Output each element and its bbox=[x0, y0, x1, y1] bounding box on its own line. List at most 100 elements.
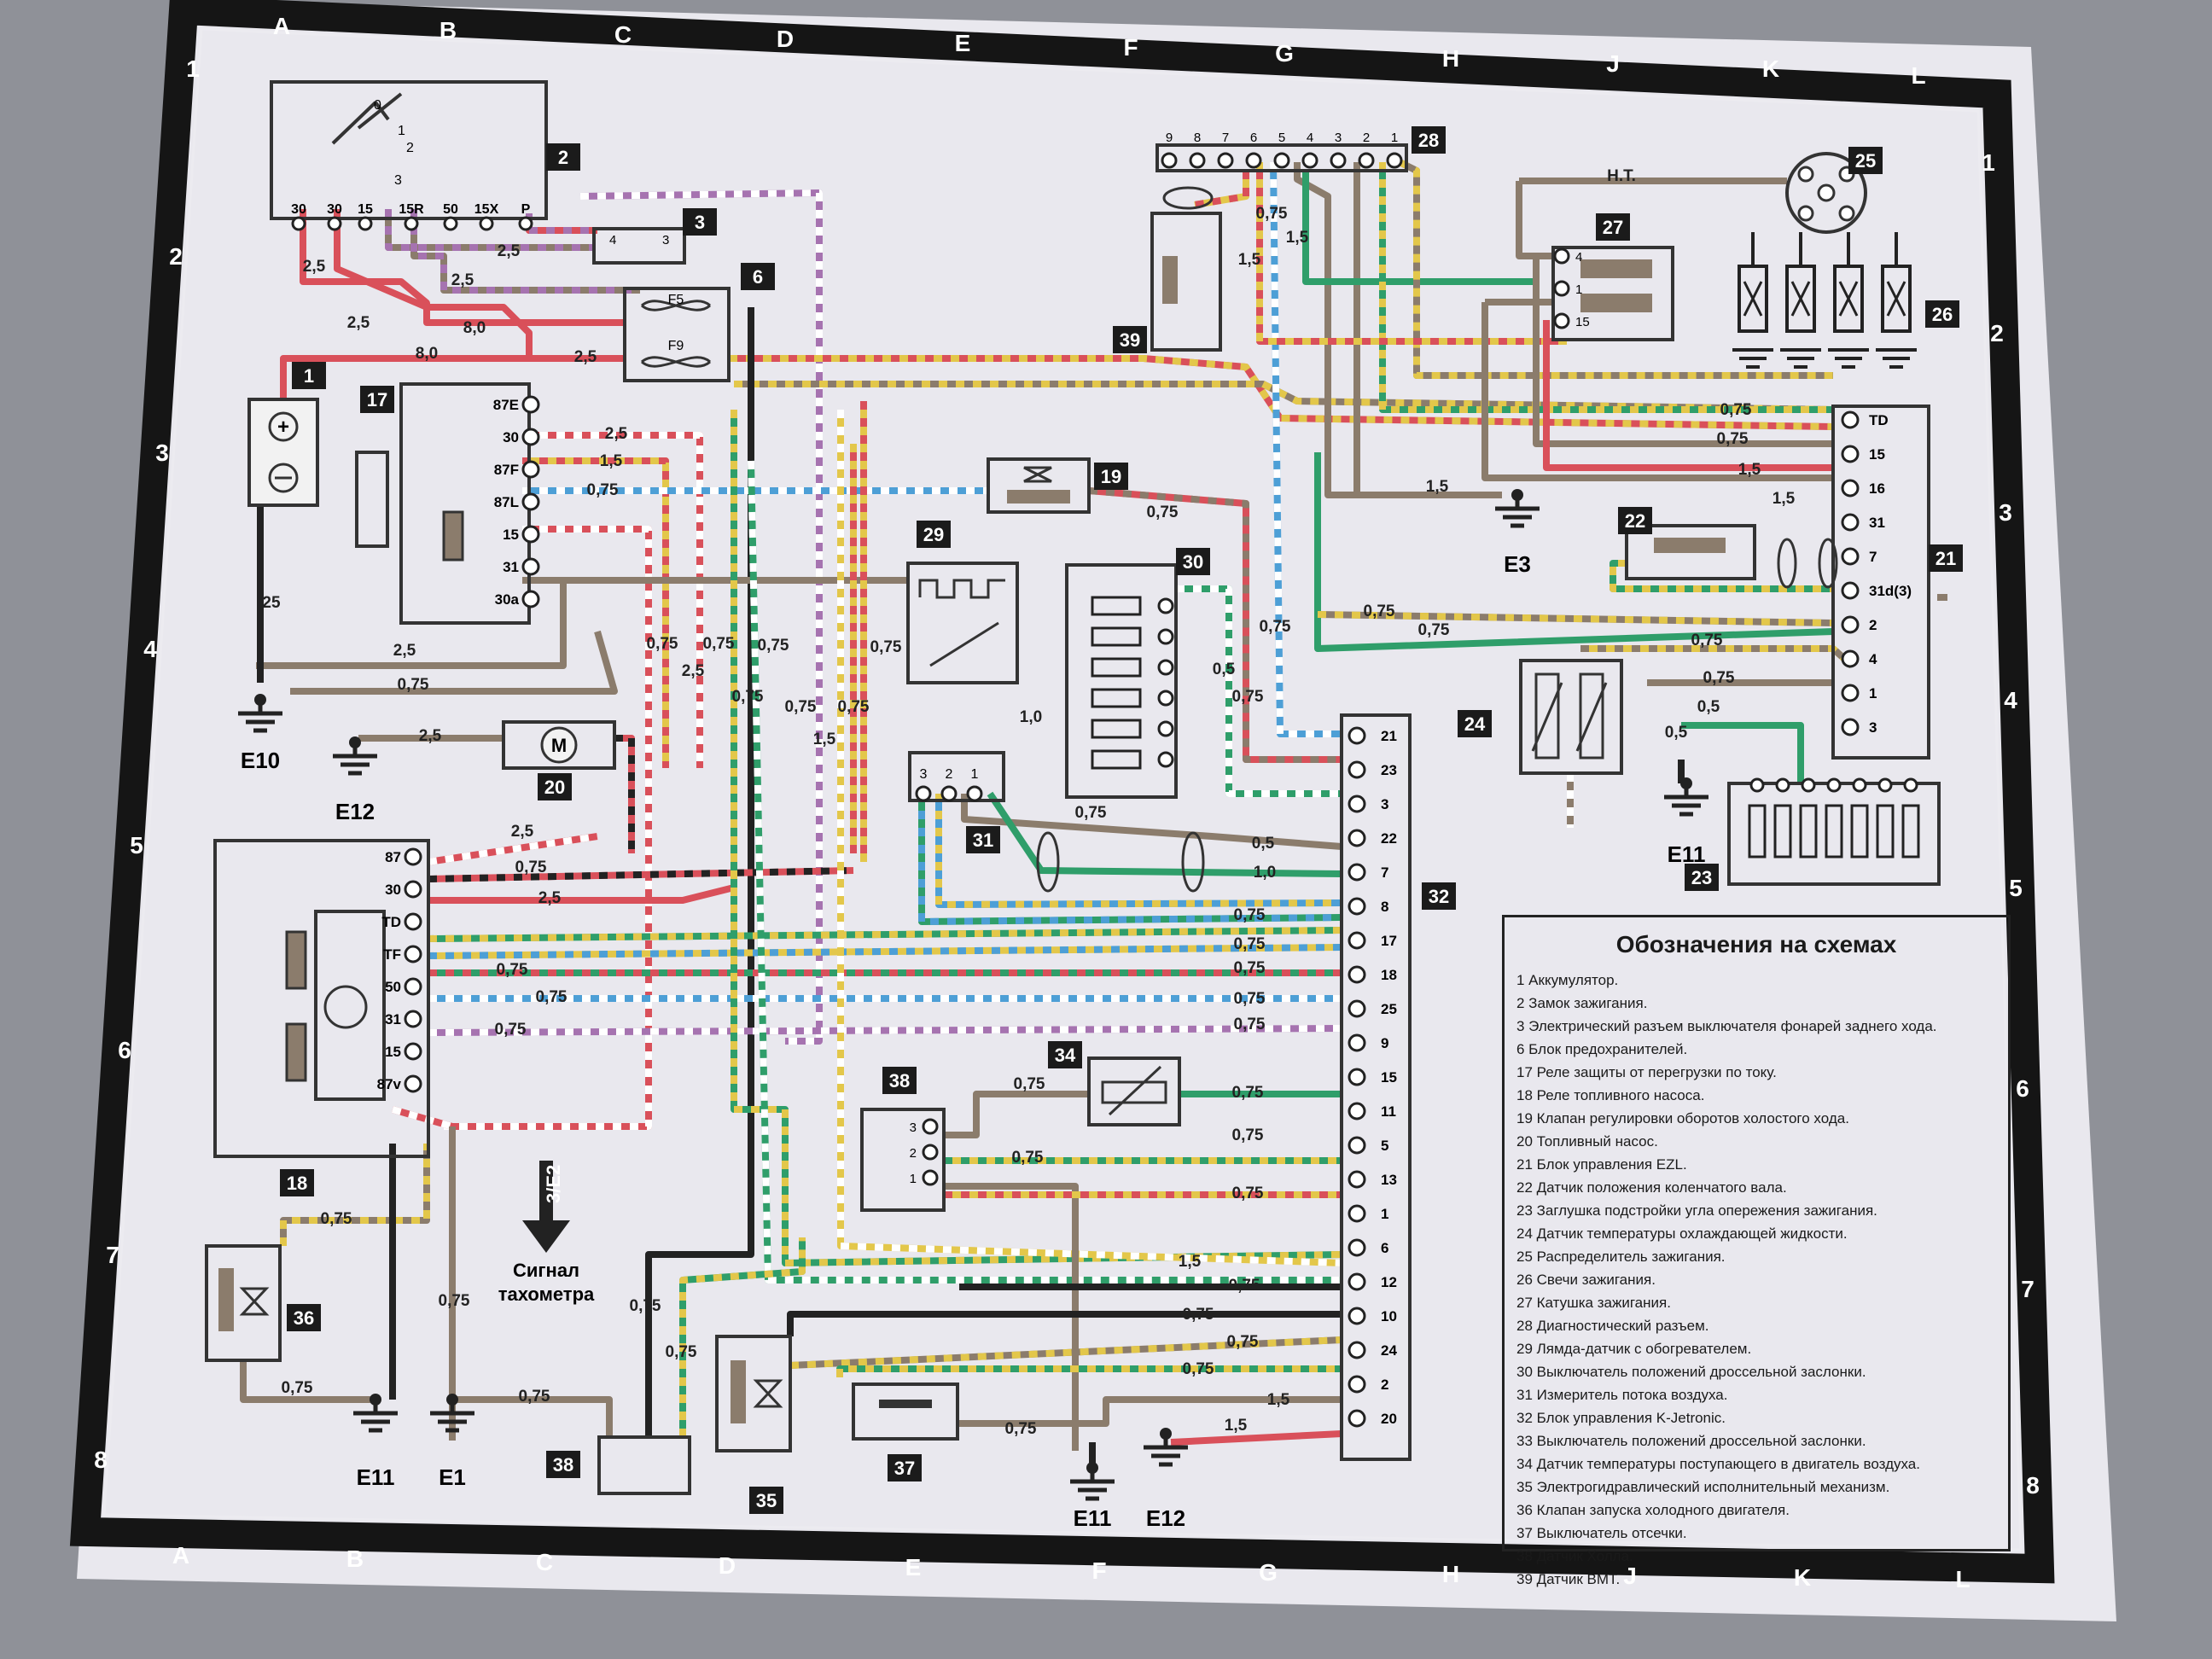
diag-pin bbox=[1358, 152, 1375, 169]
wire-tracer bbox=[1270, 161, 1342, 737]
switch-contacts-icon bbox=[331, 92, 403, 145]
spark-plug-ground-icon bbox=[1780, 348, 1821, 369]
legend-item: 32 Блок управления K-Jetronic. bbox=[1516, 1410, 1726, 1426]
frame-row-left: 5 bbox=[130, 832, 143, 859]
idle-valve bbox=[987, 457, 1091, 514]
wire-tracer bbox=[1610, 560, 1833, 592]
frame-row-right: 2 bbox=[1990, 320, 2004, 346]
diag-pin bbox=[1273, 152, 1290, 169]
badge-box bbox=[1176, 548, 1210, 575]
ground-icon bbox=[430, 1400, 474, 1433]
legend-item: 20 Топливный насос. bbox=[1516, 1133, 1658, 1150]
legend-item: 17 Реле защиты от перегрузки по току. bbox=[1516, 1064, 1777, 1080]
ground-icon bbox=[333, 742, 377, 776]
frame-col-bottom: L bbox=[1955, 1566, 1970, 1592]
terminal-label: 15 bbox=[503, 527, 519, 543]
frame-row-right: 7 bbox=[2021, 1276, 2034, 1302]
frame-col-bottom: A bbox=[172, 1542, 189, 1569]
coil-pin bbox=[1553, 247, 1570, 265]
terminal bbox=[1841, 479, 1860, 498]
frame-inner-line bbox=[102, 27, 2023, 1551]
wire-gauge-label: 0,75 bbox=[1232, 1126, 1264, 1144]
terminal bbox=[1348, 1375, 1366, 1394]
terminal bbox=[1348, 1204, 1366, 1223]
wire-gauge-label: 2,5 bbox=[538, 889, 562, 907]
kjetronic-control-unit bbox=[1340, 713, 1412, 1461]
wire-gauge-label: 1,5 bbox=[1773, 490, 1796, 508]
wire-gauge-label: Н.Т. bbox=[1607, 167, 1636, 185]
hall-pin-label: 3 bbox=[910, 1121, 917, 1135]
hall-pin bbox=[922, 1144, 939, 1161]
terminal bbox=[1348, 931, 1366, 950]
terminal-label: 22 bbox=[1381, 830, 1397, 847]
ground-label: E11 bbox=[1668, 841, 1706, 867]
cold-start-valve bbox=[205, 1244, 282, 1362]
plug23-resistor bbox=[1850, 804, 1869, 859]
throttle-pin bbox=[1157, 628, 1174, 645]
badge-box bbox=[966, 826, 1000, 853]
hall-pin-label: 1 bbox=[910, 1172, 917, 1186]
component-badge: 39 bbox=[1120, 329, 1140, 351]
terminal-label: 17 bbox=[1381, 933, 1397, 949]
legend-list: 1 Аккумулятор.2 Замок зажигания.3 Электр… bbox=[1505, 969, 2008, 1591]
ground-label: E12 bbox=[335, 799, 375, 824]
ground-icon bbox=[1144, 1434, 1188, 1467]
relay18-module bbox=[314, 910, 386, 1101]
terminal bbox=[1841, 615, 1860, 634]
terminal bbox=[404, 847, 422, 866]
cold-start-housing bbox=[205, 1244, 282, 1362]
terminal-label: 30 bbox=[385, 882, 401, 898]
hall-sensor: 321 bbox=[860, 1108, 946, 1212]
wire-tracer bbox=[280, 1144, 430, 1246]
wire bbox=[428, 927, 1342, 942]
wire bbox=[987, 791, 1342, 877]
distributor-cap-icon bbox=[1785, 152, 1867, 234]
wire-gauge-label: 2,5 bbox=[498, 242, 521, 260]
terminal bbox=[521, 428, 540, 446]
terminal-label: 23 bbox=[1381, 762, 1397, 778]
wire-gauge-label: 1,5 bbox=[1267, 1391, 1290, 1409]
diag-pin bbox=[1245, 152, 1262, 169]
frame-row-left: 6 bbox=[118, 1037, 131, 1063]
wire-gauge-label: 2,5 bbox=[419, 727, 442, 745]
frame-row-right: 4 bbox=[2004, 687, 2017, 713]
ground-label: E3 bbox=[1504, 551, 1531, 577]
switch-terminal-label: 15 bbox=[358, 202, 373, 217]
wire-gauge-label: 0,75 bbox=[1005, 1420, 1037, 1438]
badge-box bbox=[280, 1169, 314, 1196]
wire-tracer bbox=[1379, 162, 1833, 413]
terminal bbox=[521, 395, 540, 414]
badge-box bbox=[1848, 147, 1883, 174]
diag-pin-label: 3 bbox=[1335, 131, 1342, 145]
hall-pin bbox=[922, 1169, 939, 1186]
terminal-label: 31 bbox=[385, 1011, 401, 1027]
wire-gauge-label: 1,5 bbox=[1238, 251, 1261, 269]
wire-gauge-label: 0,75 bbox=[1075, 804, 1107, 822]
badge-box bbox=[292, 362, 326, 389]
actuator-housing bbox=[715, 1335, 792, 1452]
wire bbox=[452, 1396, 613, 1437]
wire-gauge-label: 0,75 bbox=[1364, 602, 1395, 620]
throttle-housing bbox=[1065, 563, 1178, 799]
crank-sensor bbox=[1625, 524, 1838, 589]
terminal bbox=[1841, 581, 1860, 600]
terminal-label: 15 bbox=[385, 1044, 401, 1060]
throttle-resistor bbox=[1091, 749, 1142, 770]
fuel-pump: M bbox=[502, 720, 616, 770]
battery-body bbox=[247, 398, 319, 507]
diagram-frame bbox=[69, 0, 2055, 1584]
air-temp-resistor-icon bbox=[1101, 1080, 1167, 1104]
spark-gap-icon bbox=[1790, 281, 1811, 317]
switch-terminal bbox=[404, 216, 419, 231]
frame-col-bottom: C bbox=[536, 1549, 553, 1575]
wire-gauge-label: 0,75 bbox=[1232, 1185, 1264, 1202]
valve-icon bbox=[1023, 466, 1052, 483]
terminal bbox=[1348, 999, 1366, 1018]
switch-terminal-label: 50 bbox=[443, 202, 458, 217]
wire-gauge-label: 0,5 bbox=[1213, 661, 1236, 678]
legend-item: 39 Датчик ВМТ. bbox=[1516, 1571, 1621, 1587]
wire-gauge-label: 0,75 bbox=[758, 637, 789, 655]
